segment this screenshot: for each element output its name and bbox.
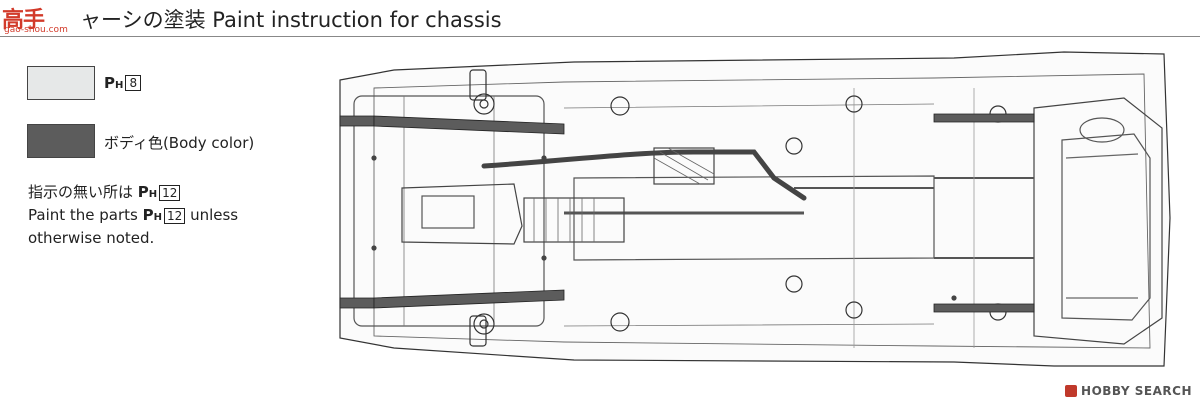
legend-body-color: ボディ色(Body color) <box>104 132 254 153</box>
title-underline <box>0 36 1200 37</box>
footer-brand: HOBBY SEARCH <box>1081 384 1192 398</box>
ph8-color-swatch <box>27 66 95 100</box>
body-color-swatch <box>27 124 95 158</box>
color-number: 8 <box>125 75 142 91</box>
site-watermark-logo: 高手 gao-shou.com <box>2 2 68 36</box>
watermark-url: gao-shou.com <box>4 25 68 35</box>
hobby-search-logo: HOBBY SEARCH <box>1065 384 1192 398</box>
logo-mark-icon <box>1065 385 1078 397</box>
body-color-label: ボディ色(Body color) <box>104 134 255 152</box>
note-line-3: otherwise noted. <box>28 229 155 247</box>
chassis-diagram <box>339 51 1171 367</box>
page-title: ャーシの塗装 Paint instruction for chassis <box>80 8 502 32</box>
watermark-text: 高手 <box>2 8 45 33</box>
